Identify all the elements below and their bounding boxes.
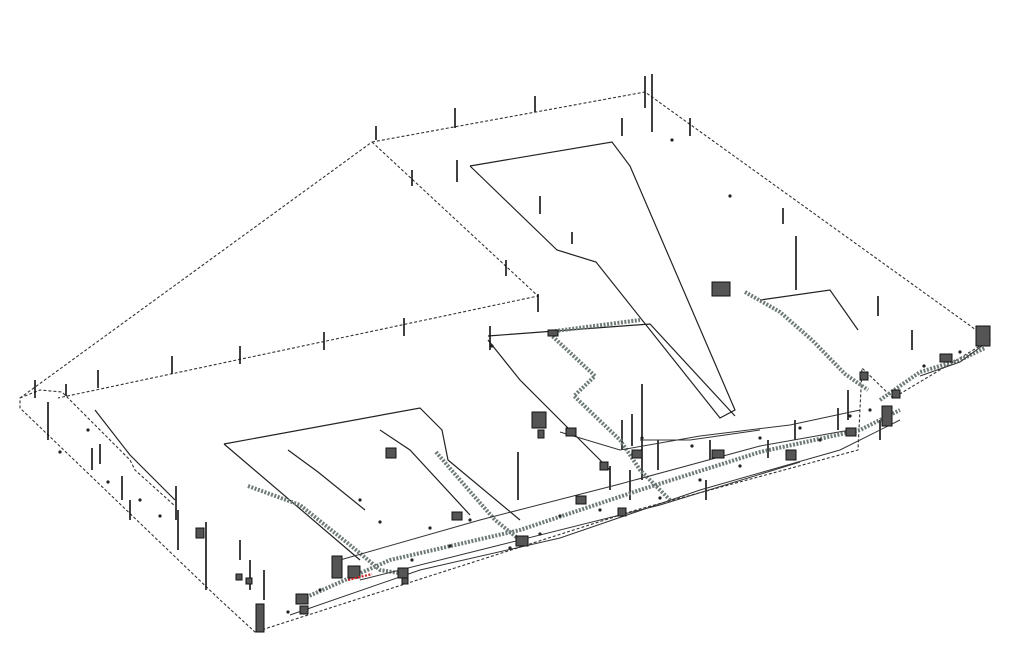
fitting-15 — [508, 546, 512, 550]
equipment-unit-26 — [245, 577, 253, 585]
fitting-11 — [738, 464, 742, 468]
duct-lower-center — [434, 450, 522, 542]
fitting-20 — [58, 450, 62, 454]
equipment-unit-8 — [599, 461, 609, 471]
fitting-16 — [448, 544, 452, 548]
wall-corridor-2 — [379, 429, 471, 516]
fitting-5 — [428, 526, 432, 530]
wall-central-room — [487, 323, 736, 417]
equipment-unit-6 — [515, 535, 529, 547]
fitting-24 — [158, 514, 162, 518]
highlighted-pipe-segment — [347, 572, 373, 582]
fitting-12 — [818, 438, 822, 442]
fitting-1 — [728, 194, 732, 198]
interior-walls — [94, 141, 859, 561]
equipment-unit-29 — [859, 371, 869, 381]
fitting-31 — [958, 350, 962, 354]
equipment-unit-3 — [547, 329, 559, 337]
outline-inner-step — [19, 389, 176, 507]
fitting-22 — [106, 480, 110, 484]
duct-trunk-main — [299, 408, 901, 602]
outline-upper-wing — [19, 91, 992, 633]
fitting-25 — [640, 436, 644, 440]
fitting-10 — [698, 478, 702, 482]
pipe-runs — [289, 339, 991, 616]
equipment-unit-1 — [531, 411, 547, 429]
equipment-units — [195, 281, 991, 633]
wall-upper-room — [469, 141, 736, 419]
fitting-26 — [690, 444, 694, 448]
equipment-unit-4 — [385, 447, 397, 459]
pipe-run-2 — [339, 429, 851, 561]
fitting-13 — [868, 408, 872, 412]
fitting-7 — [558, 514, 562, 518]
equipment-unit-11 — [785, 449, 797, 461]
duct-right-run — [744, 290, 870, 392]
equipment-unit-13 — [881, 405, 893, 427]
wall-right-room — [759, 289, 859, 331]
fitting-2 — [490, 344, 494, 348]
equipment-unit-7 — [575, 495, 587, 505]
fitting-23 — [138, 498, 142, 502]
duct-runs — [247, 290, 986, 602]
equipment-unit-20 — [255, 603, 265, 633]
pipe-run-3 — [359, 461, 801, 581]
fitting-4 — [378, 520, 382, 524]
equipment-unit-9 — [631, 449, 643, 459]
equipment-unit-25 — [235, 573, 243, 581]
fitting-14 — [538, 532, 542, 536]
equipment-unit-28 — [565, 427, 577, 437]
outline-upper-wing-left-edge — [57, 141, 540, 399]
equipment-unit-24 — [195, 527, 205, 539]
fitting-0 — [670, 138, 674, 142]
fitting-3 — [358, 498, 362, 502]
fitting-27 — [758, 436, 762, 440]
pipe-run-5 — [919, 339, 991, 377]
fitting-19 — [286, 610, 290, 614]
equipment-unit-15 — [939, 353, 953, 363]
equipment-unit-22 — [397, 567, 409, 579]
fitting-6 — [468, 518, 472, 522]
equipment-unit-21 — [299, 605, 309, 615]
fitting-28 — [798, 426, 802, 430]
pipe-run-6 — [640, 429, 761, 441]
fitting-9 — [658, 496, 662, 500]
fitting-29 — [848, 414, 852, 418]
fitting-18 — [318, 588, 322, 592]
wall-lower-room — [223, 407, 521, 521]
equipment-unit-16 — [975, 325, 991, 347]
fitting-8 — [598, 508, 602, 512]
equipment-unit-27 — [617, 507, 627, 517]
duct-central-drop — [548, 332, 672, 502]
fitting-30 — [922, 364, 926, 368]
vertical-risers — [34, 74, 913, 600]
pipe-run-4 — [559, 409, 861, 451]
wall-corridor-1 — [287, 449, 366, 511]
pipe-run-1 — [289, 419, 901, 616]
equipment-unit-18 — [347, 565, 361, 579]
equipment-unit-14 — [891, 389, 901, 399]
equipment-unit-23 — [401, 577, 409, 585]
duct-main-upper — [547, 318, 641, 334]
equipment-unit-17 — [331, 555, 343, 579]
duct-lower-left — [247, 484, 406, 576]
fittings — [58, 138, 962, 614]
equipment-unit-2 — [537, 429, 545, 439]
wall-mid-divider — [487, 339, 611, 471]
equipment-unit-0 — [711, 281, 731, 297]
fitting-17 — [410, 558, 414, 562]
equipment-unit-5 — [451, 511, 463, 521]
fitting-21 — [86, 428, 90, 432]
equipment-unit-10 — [711, 449, 725, 459]
equipment-unit-12 — [845, 427, 857, 437]
equipment-unit-19 — [295, 593, 309, 605]
wall-left-partition — [94, 409, 176, 501]
